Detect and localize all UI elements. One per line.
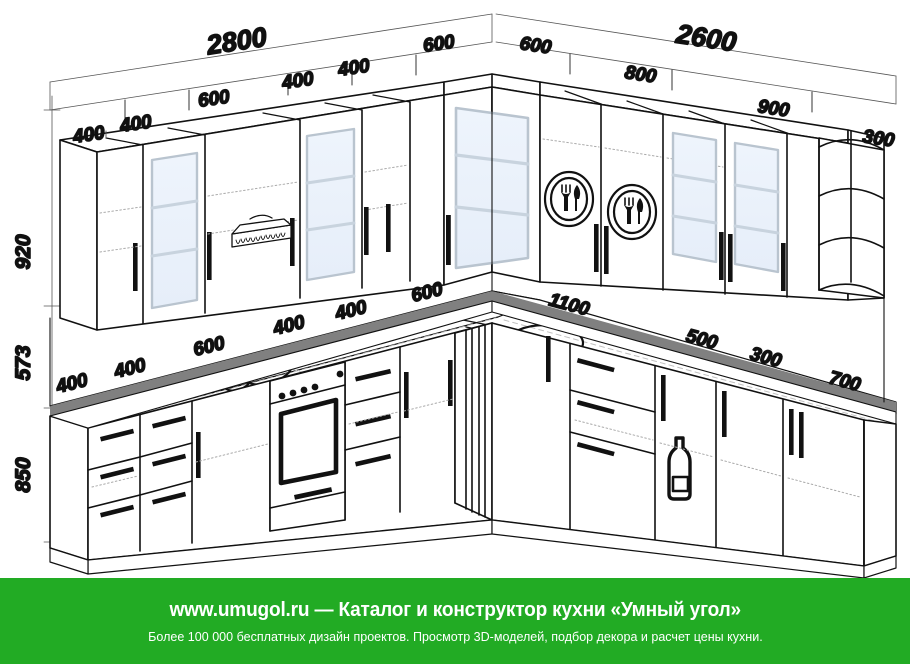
- fork-and-knife-plate-icon: [543, 170, 595, 228]
- dim-base-left-1: 400: [53, 370, 90, 398]
- dim-total-left: 2800: [204, 22, 269, 61]
- dim-upper-left-6: 600: [422, 31, 457, 57]
- range-hood-icon: [231, 214, 292, 248]
- dim-vertical-mid: 573: [12, 345, 35, 380]
- glass-door-right-2: [733, 141, 780, 274]
- built-in-oven-icon: [269, 361, 346, 532]
- dim-upper-left-5: 400: [336, 55, 372, 81]
- right-upper-dim-ticks: [569, 53, 813, 113]
- dim-base-left-4: 400: [270, 312, 307, 340]
- glass-door-left-2: [305, 127, 356, 282]
- dim-upper-right-4: 300: [861, 126, 896, 152]
- dim-upper-right-2: 800: [623, 62, 658, 88]
- banner-title: www.umugol.ru — Каталог и конструктор ку…: [169, 598, 741, 621]
- glass-door-left-1: [150, 151, 199, 310]
- dim-base-left-5: 400: [332, 297, 369, 325]
- left-upper-dim-ticks: [124, 54, 417, 121]
- site-banner: www.umugol.ru — Каталог и конструктор ку…: [0, 578, 910, 664]
- dim-upper-left-4: 400: [280, 68, 316, 94]
- glass-door-right-1: [671, 131, 718, 264]
- handle: [133, 243, 138, 291]
- dim-base-left-3: 600: [191, 333, 227, 361]
- wine-bottle-icon: [667, 436, 692, 501]
- drawer-fronts: [87, 442, 193, 509]
- drawer-fronts-right: [344, 391, 401, 451]
- dim-vertical-upper: 920: [12, 234, 35, 269]
- fork-and-knife-plate-icon: [606, 183, 658, 241]
- base-end-angled-cabinet: [863, 419, 897, 567]
- banner-subtitle: Более 100 000 бесплатных дизайн проектов…: [147, 629, 763, 644]
- dim-base-left-2: 400: [111, 355, 148, 383]
- wall-edges: [49, 73, 885, 407]
- drawer-fronts-right-run: [569, 389, 656, 455]
- base-corner-module: [454, 322, 493, 521]
- dim-upper-left-3: 600: [197, 86, 232, 112]
- dish-dryer-cabinet-2: [606, 183, 658, 241]
- dim-vertical-base: 850: [12, 457, 35, 492]
- upper-end-open-shelf: [818, 130, 885, 299]
- dimension-guides: [43, 13, 897, 546]
- dish-dryer-cabinet-1: [543, 170, 595, 228]
- dim-upper-right-1: 600: [518, 33, 553, 59]
- kitchen-isometric-drawing: 2800 2600 400 400 600 400 400 600 600 80…: [11, 13, 897, 578]
- dim-total-right: 2600: [673, 19, 738, 58]
